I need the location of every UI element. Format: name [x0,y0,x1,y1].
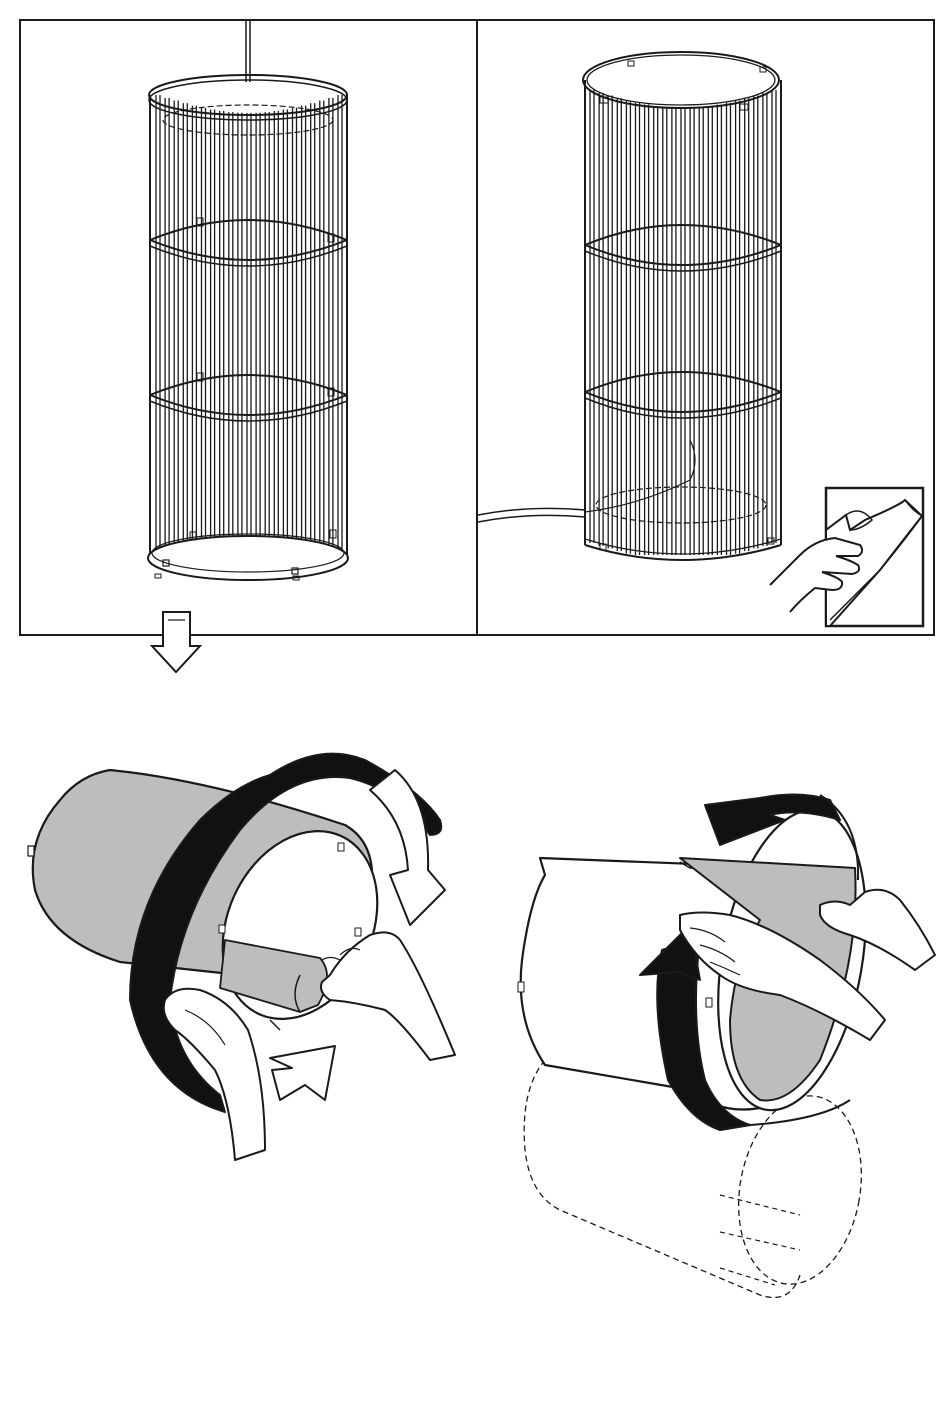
pendant-lamp-cage-illustration [148,20,348,580]
wrap-shade-into-cage-illustration [28,754,455,1160]
down-arrow-icon [152,612,200,672]
insert-shade-into-cylinder-illustration [518,794,935,1297]
top-panels-frame [20,20,934,635]
peel-protective-film-icon [770,488,923,626]
floor-lamp-cage-illustration [478,52,781,561]
